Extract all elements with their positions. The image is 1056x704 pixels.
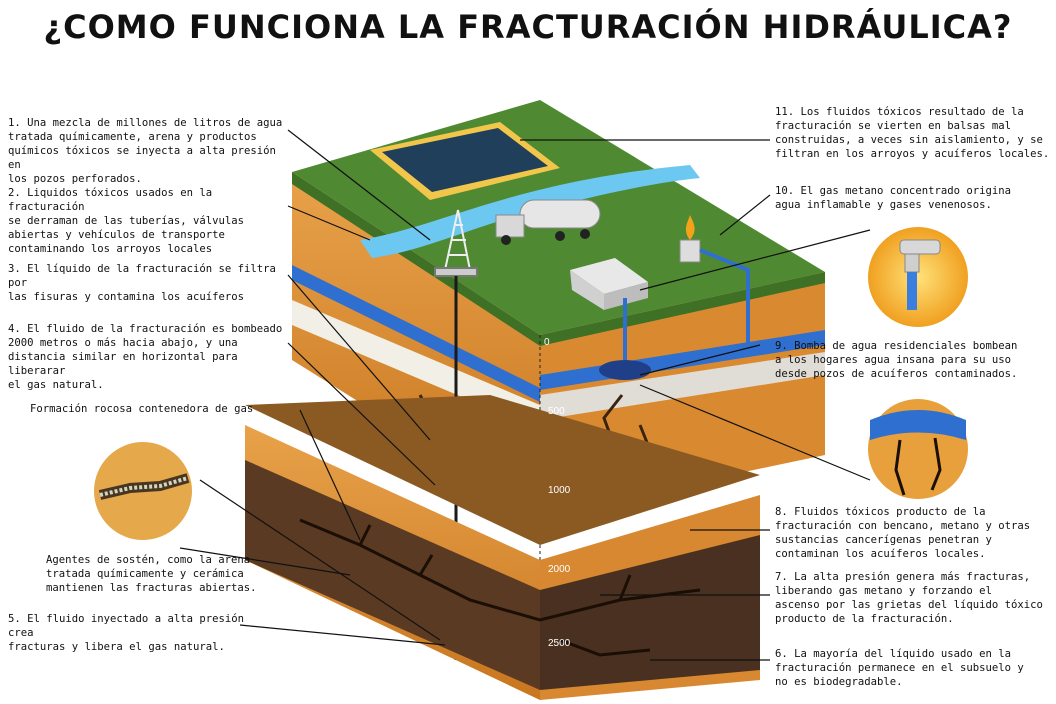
depth-label-0: 0: [544, 337, 550, 348]
lower-fractures: [299, 518, 701, 657]
gas-pipe: [699, 248, 750, 350]
lower-top: [245, 395, 760, 545]
house-icon: [570, 258, 648, 310]
drilling-rig-icon: [434, 209, 478, 277]
annotation-5: 5. El fluido inyectado a alta presión cr…: [8, 613, 244, 653]
faucet-inset: [868, 227, 968, 327]
gas-flare-icon: [679, 215, 701, 263]
annotation-2: 2. Liquidos tóxicos usados en la fractur…: [8, 187, 244, 255]
depth-scale: 0 500 1000 2000 2500: [544, 337, 571, 649]
annotation-8: 8. Fluidos tóxicos producto de la fractu…: [775, 506, 1031, 560]
annotation-proppants: Agentes de sostén, como la arena tratada…: [46, 554, 257, 594]
annotation-11: 11. Los fluidos tóxicos resultado de la …: [775, 106, 1050, 160]
page-title: ¿COMO FUNCIONA LA FRACTURACIÓN HIDRÁULIC…: [43, 8, 1013, 46]
depth-label-500: 500: [548, 406, 565, 417]
white-layer-right: [540, 352, 825, 420]
lower-ground-block: [245, 395, 760, 700]
annotation-7: 7. La alta presión genera más fracturas,…: [775, 571, 1043, 625]
proppant-inset: [92, 440, 194, 542]
tanker-truck-icon: [495, 199, 601, 245]
annotation-9: 9. Bomba de agua residenciales bombean a…: [775, 340, 1018, 380]
aquifer-inset: [868, 399, 968, 499]
annotation-formation: Formación rocosa contenedora de gas: [30, 403, 254, 415]
aquifer-band-left: [292, 265, 540, 402]
shale-layer-left: [245, 460, 540, 690]
annotation-6: 6. La mayoría del líquido usado en la fr…: [775, 648, 1024, 688]
shale-layer-right: [540, 535, 760, 690]
annotation-1: 1. Una mezcla de millones de litros de a…: [8, 117, 283, 185]
depth-label-1000: 1000: [548, 485, 571, 496]
annotation-3: 3. El líquido de la fracturación se filt…: [8, 263, 276, 303]
upper-ground-block: [292, 100, 825, 700]
depth-label-2000: 2000: [548, 564, 571, 575]
depth-label-2500: 2500: [548, 638, 571, 649]
annotation-4: 4. El fluido de la fracturación es bombe…: [8, 323, 283, 391]
leader-lines: [179, 129, 871, 661]
annotation-10: 10. El gas metano concentrado origina ag…: [775, 185, 1011, 211]
